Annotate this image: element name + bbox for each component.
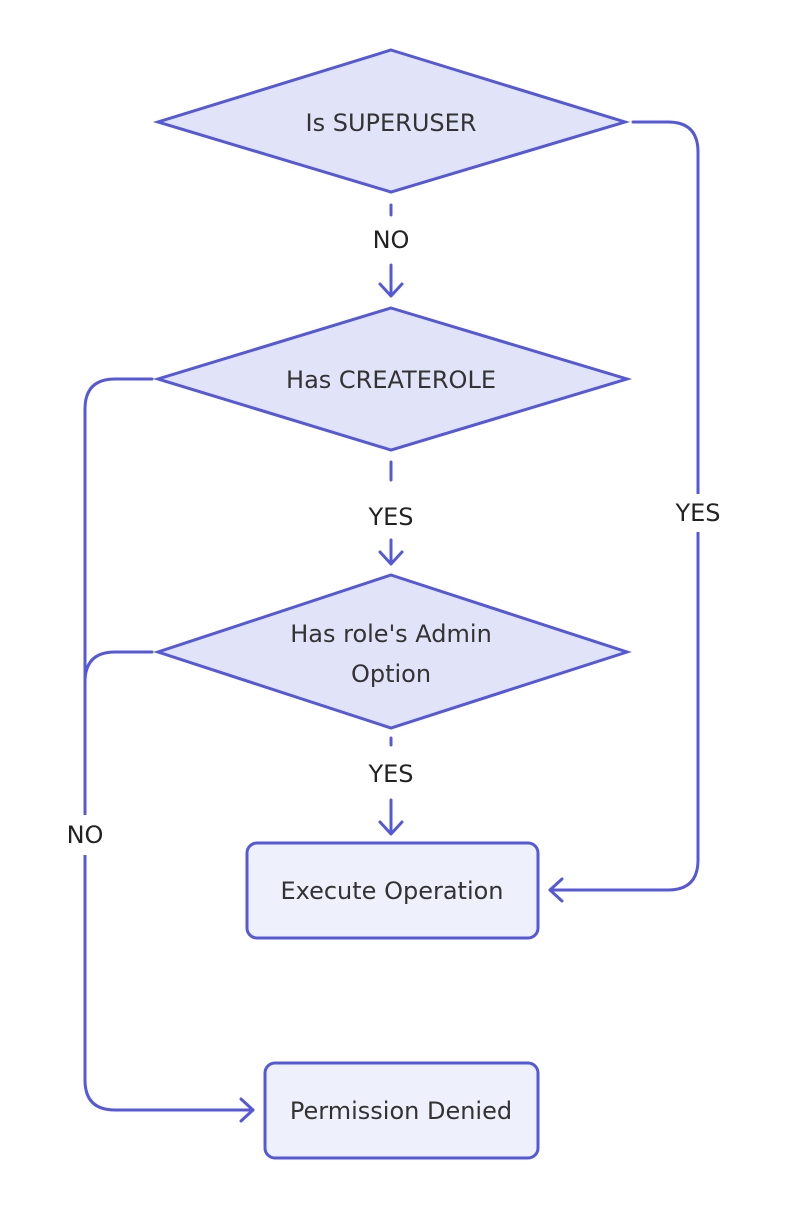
edge-label-admin-no-text: NO (67, 821, 104, 849)
node-has-admin-option-label-line2: Option (351, 660, 431, 688)
edge-label-createrole-yes: YES (361, 498, 421, 536)
edge-label-admin-no: NO (58, 815, 112, 855)
node-has-createrole: Has CREATEROLE (152, 306, 633, 452)
edge-createrole-no (83, 377, 255, 1123)
edge-label-admin-yes: YES (361, 755, 421, 793)
edge-label-createrole-yes-text: YES (367, 503, 413, 531)
node-permission-denied: Permission Denied (263, 1061, 540, 1160)
node-permission-denied-label: Permission Denied (290, 1097, 512, 1125)
edge-admin-yes (378, 736, 404, 836)
node-has-createrole-label: Has CREATEROLE (286, 366, 496, 394)
edge-label-superuser-yes-text: YES (674, 499, 720, 527)
edge-label-admin-yes-text: YES (367, 760, 413, 788)
node-execute-operation-label: Execute Operation (280, 877, 503, 905)
edge-admin-no (83, 650, 154, 702)
edge-label-superuser-yes: YES (668, 494, 728, 532)
node-execute-operation: Execute Operation (245, 841, 540, 940)
edge-label-superuser-no: NO (364, 222, 418, 258)
node-has-admin-option: Has role's Admin Option (153, 573, 632, 730)
edge-label-superuser-no-text: NO (373, 226, 410, 254)
node-is-superuser: Is SUPERUSER (152, 48, 631, 194)
edge-createrole-yes (378, 460, 404, 566)
node-is-superuser-label: Is SUPERUSER (306, 109, 477, 137)
edge-superuser-no (378, 203, 404, 298)
node-has-admin-option-label-line1: Has role's Admin (290, 620, 492, 648)
